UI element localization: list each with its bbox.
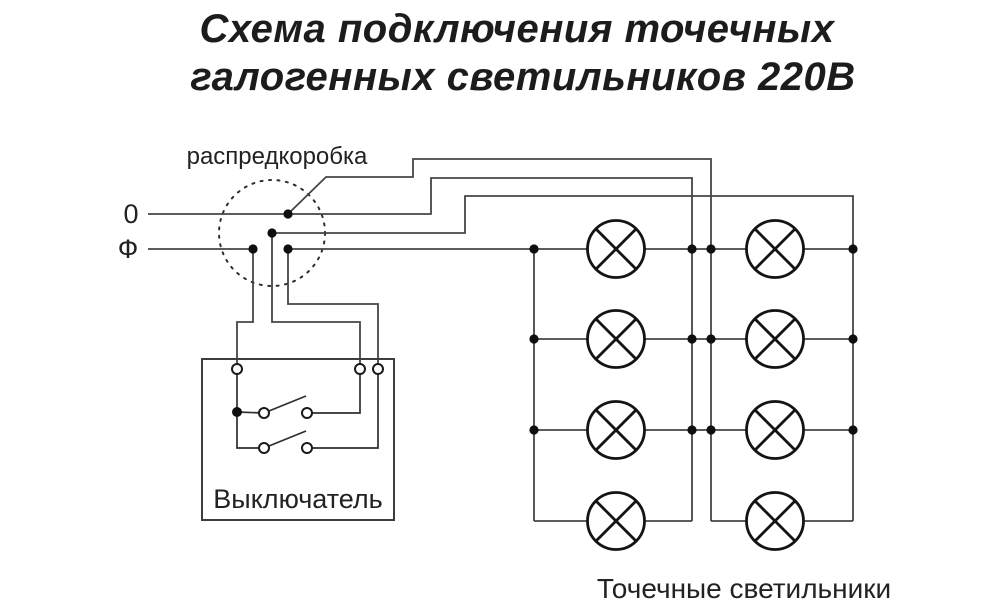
junction-dot xyxy=(848,334,858,344)
junction-dot xyxy=(848,425,858,435)
wire-switch-return-1 xyxy=(271,233,361,369)
wire-switch-return-2 xyxy=(287,249,379,369)
junction-dot xyxy=(687,244,697,254)
switch-label: Выключатель xyxy=(213,484,382,514)
lamp-icon-8 xyxy=(745,491,805,551)
page-title-line1: Схема подключения точечных xyxy=(200,7,836,51)
lamp-icon-3 xyxy=(586,309,646,369)
switch-blade-2-icon xyxy=(263,430,307,449)
junction-dots xyxy=(232,209,858,435)
junction-dot xyxy=(706,334,716,344)
phase-label: Ф xyxy=(118,234,139,264)
switch-common-dot xyxy=(232,407,242,417)
junction-dot xyxy=(529,244,539,254)
wire-switch-common-drop xyxy=(236,249,254,369)
junction-dot xyxy=(706,425,716,435)
junction-box-label: распредкоробка xyxy=(187,143,368,170)
lamp-icon-6 xyxy=(745,400,805,460)
switch-box xyxy=(201,358,395,521)
switch-contact-1-left xyxy=(258,407,270,419)
switch-terminal-2 xyxy=(354,363,366,375)
lamp-icon-2 xyxy=(745,219,805,279)
wire-neutral-branch xyxy=(287,158,712,521)
junction-dot xyxy=(687,334,697,344)
lamps-label: Точечные светильники xyxy=(597,573,891,604)
lamp-icon-7 xyxy=(586,491,646,551)
junction-dot xyxy=(248,244,258,254)
junction-dot xyxy=(283,244,293,254)
junction-dot xyxy=(529,334,539,344)
junction-dot xyxy=(706,244,716,254)
page-title-line2: галогенных светильников 220В xyxy=(190,55,855,99)
lamp-icon-4 xyxy=(745,309,805,369)
wire-neutral-main xyxy=(148,177,693,521)
lamp-icon-5 xyxy=(586,400,646,460)
lamp-grid xyxy=(586,219,805,551)
switch-contact-2-left xyxy=(258,442,270,454)
switch-contact-1-right xyxy=(301,407,313,419)
switch-terminal-3 xyxy=(372,363,384,375)
switch-out-gang1 xyxy=(307,369,361,414)
switch-contact-2-right xyxy=(301,442,313,454)
wire-switched-line-col2 xyxy=(272,195,854,521)
switch-out-gang2 xyxy=(307,369,379,449)
switch-feed-gang2 xyxy=(236,412,264,449)
junction-dot xyxy=(267,228,277,238)
switch-blade-1-icon xyxy=(263,395,307,414)
junction-dot xyxy=(687,425,697,435)
junction-dot xyxy=(529,425,539,435)
junction-dot xyxy=(283,209,293,219)
junction-dot xyxy=(848,244,858,254)
lamp-icon-1 xyxy=(586,219,646,279)
switch-terminal-1 xyxy=(231,363,243,375)
neutral-label: 0 xyxy=(123,199,138,229)
